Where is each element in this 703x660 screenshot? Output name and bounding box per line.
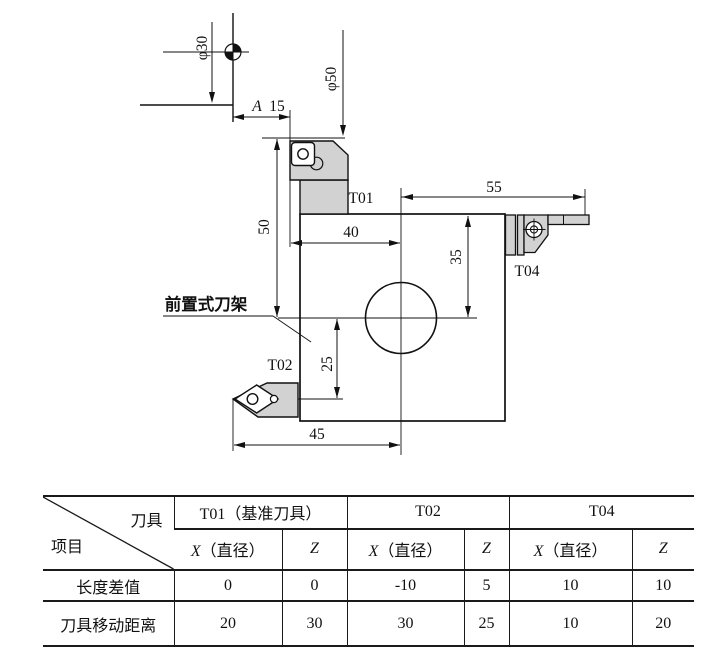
dim-35: 35 xyxy=(448,216,471,317)
turret-body xyxy=(299,213,506,422)
arrow-down-icon xyxy=(340,125,346,136)
group-header-t04: T04 xyxy=(508,496,694,529)
group-header-t02: T02 xyxy=(346,496,509,529)
arrow-left-icon xyxy=(234,442,245,448)
point-a-label: A xyxy=(251,98,262,115)
t02-insert-hole xyxy=(246,393,259,406)
arrow-left-icon xyxy=(402,194,413,200)
turret-callout-label: 前置式刀架 xyxy=(165,294,248,314)
turret-center-hole xyxy=(364,281,438,355)
axis-z-label: Z xyxy=(658,540,668,558)
t01-insert-hole xyxy=(297,148,309,160)
arrow-left-icon xyxy=(233,114,244,120)
dim-phi50-label: φ50 xyxy=(323,67,340,92)
arrow-up-icon xyxy=(274,139,280,150)
dim-45-label: 45 xyxy=(309,426,325,443)
turret-diagram: φ30 A 15 T01 φ50 xyxy=(140,13,590,455)
cell-t04-x: 10 xyxy=(508,570,632,601)
axis-header-t02-x: X（直径） xyxy=(346,528,464,570)
t04-clamp-bar1 xyxy=(504,214,517,256)
dim-phi30-label: φ30 xyxy=(194,36,211,61)
dim-15-label: 15 xyxy=(269,98,285,115)
axis-z-label: Z xyxy=(310,540,319,558)
dim-50-label: 50 xyxy=(256,219,273,235)
dim-35-label: 35 xyxy=(448,249,465,265)
corner-header-cell: 刀具 项目 xyxy=(43,496,174,570)
arrow-up-icon xyxy=(334,319,340,330)
axis-x-suffix: （直径） xyxy=(378,543,443,561)
table-row-length-offset: 长度差值 0 0 -10 5 10 10 xyxy=(43,570,694,601)
cell-t02-x: -10 xyxy=(346,570,464,601)
axis-header-t04-x: X（直径） xyxy=(508,528,632,570)
axis-x-label: X xyxy=(533,543,544,561)
corner-label-item: 项目 xyxy=(51,539,84,556)
dim-phi50: φ50 xyxy=(323,30,346,136)
t04-label: T04 xyxy=(515,263,540,280)
tool-t04: T04 xyxy=(504,214,590,280)
axis-header-t01-z: Z xyxy=(281,528,347,570)
corner-label-tool: 刀具 xyxy=(130,513,163,530)
group-header-t01: T01（基准刀具） xyxy=(173,496,347,529)
arrow-down-icon xyxy=(334,387,340,398)
arrow-right-icon xyxy=(573,194,584,200)
cell-t01-z: 0 xyxy=(281,570,347,601)
axis-header-t01-x: X（直径） xyxy=(174,529,282,570)
cell-t02-x: 30 xyxy=(346,601,464,646)
arrow-down-icon xyxy=(465,306,471,317)
axis-x-label: X xyxy=(190,543,201,561)
t04-clamp-bar2 xyxy=(516,214,525,256)
cell-t04-x: 10 xyxy=(508,601,632,646)
table-header-row-axes: X（直径） Z X（直径） Z X（直径） Z xyxy=(43,528,694,570)
dim-25-label: 25 xyxy=(319,356,336,372)
tool-t02: T02 xyxy=(231,357,343,418)
t01-label: T01 xyxy=(349,190,374,207)
arrow-left-icon xyxy=(291,240,302,246)
dim-phi30: φ30 xyxy=(194,22,215,103)
tool-offset-table: 刀具 项目 T01（基准刀具） T02 T04 X（直径） Z X（直径） Z … xyxy=(43,495,694,647)
cell-t01-x: 20 xyxy=(173,601,282,646)
cell-t01-x: 0 xyxy=(173,570,282,601)
workpiece-profile xyxy=(140,13,249,122)
turret-callout: 前置式刀架 xyxy=(163,294,312,343)
cell-t02-z: 25 xyxy=(463,601,509,646)
table-row-move-distance: 刀具移动距离 20 30 30 25 10 20 xyxy=(43,601,694,646)
t01-shank xyxy=(299,179,349,215)
dim-25: 25 xyxy=(319,319,340,398)
axis-header-t04-z: Z xyxy=(631,528,694,570)
dim-55: 55 xyxy=(401,179,586,215)
axis-header-t02-z: Z xyxy=(463,528,509,570)
t04-shank xyxy=(547,214,590,226)
arrow-down-icon xyxy=(209,92,215,103)
tool-t01: T01 xyxy=(262,137,374,215)
dim-40: 40 xyxy=(291,224,400,246)
arrow-down-icon xyxy=(274,306,280,317)
cell-t04-z: 20 xyxy=(631,601,694,646)
axis-x-suffix: （直径） xyxy=(543,543,608,561)
t02-label: T02 xyxy=(268,357,293,374)
axis-x-suffix: （直径） xyxy=(200,543,265,561)
cell-t04-z: 10 xyxy=(631,570,694,601)
arrow-up-icon xyxy=(465,216,471,227)
axis-z-label: Z xyxy=(482,540,491,558)
dim-40-label: 40 xyxy=(343,224,359,241)
cell-t01-z: 30 xyxy=(281,601,347,646)
dim-45: 45 xyxy=(232,399,400,451)
arrow-right-icon xyxy=(389,442,400,448)
dim-50: 50 xyxy=(256,139,280,317)
cell-t02-z: 5 xyxy=(463,570,509,601)
origin-datum-icon xyxy=(224,43,242,61)
dim-55-label: 55 xyxy=(486,179,502,196)
arrow-right-icon xyxy=(389,240,400,246)
diagonal-divider xyxy=(43,497,174,569)
t02-screw xyxy=(269,394,279,404)
t04-screw-crosshair-icon xyxy=(523,218,546,241)
row-label: 刀具移动距离 xyxy=(60,617,157,635)
row-label: 长度差值 xyxy=(76,579,141,597)
axis-x-label: X xyxy=(368,543,379,561)
table-header-row-tools: 刀具 项目 T01（基准刀具） T02 T04 xyxy=(43,496,694,569)
arrow-right-icon xyxy=(279,114,290,120)
